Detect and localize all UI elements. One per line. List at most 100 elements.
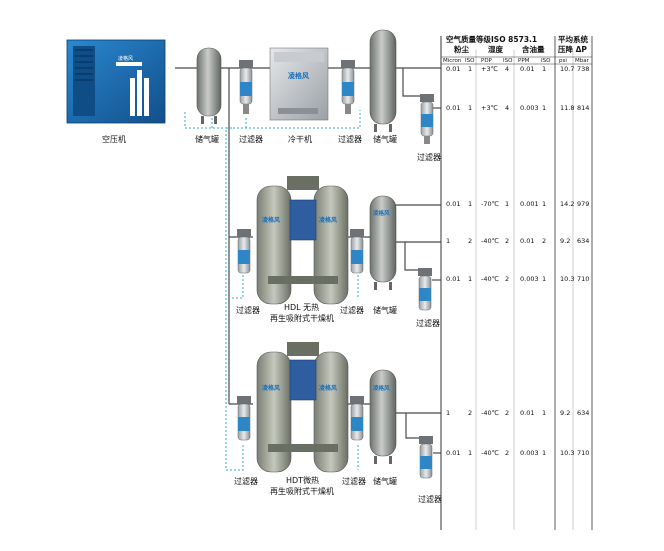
filter-3-label: 过滤器 (417, 152, 441, 162)
filter-1 (239, 60, 253, 114)
group-dust: 粉尘 (454, 44, 469, 54)
svg-text:凌格风: 凌格风 (373, 209, 390, 217)
table-cell: 1 (468, 275, 472, 283)
table-cell: 2 (468, 409, 472, 417)
hdl-label-1: HDL 无热 (284, 302, 319, 312)
filter-7 (237, 396, 251, 441)
col-header: Micron (443, 58, 462, 64)
col-header: Mbar (575, 58, 590, 64)
table-cell: 4 (505, 104, 509, 112)
compressor-label: 空压机 (102, 134, 126, 144)
hdt-label-2: 再生吸附式干燥机 (270, 486, 334, 496)
col-header: PDP (481, 58, 493, 64)
air-compressor: 凌格风 (66, 39, 166, 124)
table-cell: 0.01 (520, 65, 534, 73)
filter-4-label: 过滤器 (236, 305, 260, 315)
table-cell: 710 (577, 449, 589, 457)
table-cell: 2 (505, 237, 509, 245)
filter-8 (350, 396, 364, 441)
refrigerated-dryer: 凌格风 (269, 47, 329, 121)
table-cell: 634 (577, 409, 589, 417)
tank-4-label: 储气罐 (373, 476, 397, 486)
table-cell: 1 (446, 237, 450, 245)
table-cell: 10.7 (560, 65, 574, 73)
table-cell: 0.01 (446, 200, 460, 208)
svg-text:凌格风: 凌格风 (319, 216, 337, 224)
table-cell: 1 (542, 409, 546, 417)
filter-6 (418, 268, 432, 311)
receiver-tank-2 (369, 29, 397, 132)
table-cell: 1 (468, 104, 472, 112)
table-cell: 0.003 (520, 449, 539, 457)
col-header: ISO (541, 58, 551, 64)
table-cell: 1 (446, 409, 450, 417)
table-cell: 738 (577, 65, 589, 73)
table-cell: -40℃ (481, 409, 499, 417)
hdl-dryer: 凌格风 凌格风 (256, 176, 349, 305)
table-cell: +3℃ (481, 65, 498, 73)
filter-8-label: 过滤器 (342, 476, 366, 486)
table-cell: -40℃ (481, 275, 499, 283)
svg-text:凌格风: 凌格风 (262, 384, 280, 392)
filter-1-label: 过滤器 (239, 134, 263, 144)
svg-text:凌格风: 凌格风 (262, 216, 280, 224)
receiver-tank-4: 凌格风 (369, 369, 397, 464)
tank-1-label: 储气罐 (195, 134, 219, 144)
table-cell: 2 (468, 237, 472, 245)
table-cell: 2 (505, 409, 509, 417)
group-humidity: 湿度 (488, 44, 503, 54)
table-cell: 710 (577, 275, 589, 283)
drain-lines (184, 110, 361, 471)
table-title-right-1: 平均系统 (558, 34, 588, 44)
table-cell: 10.3 (560, 275, 574, 283)
table-cell: 0.01 (446, 65, 460, 73)
svg-text:凌格风: 凌格风 (319, 384, 337, 392)
table-cell: 14.2 (560, 200, 574, 208)
table-title-right-2: 压降 ΔP (558, 44, 587, 54)
filter-5 (350, 229, 364, 274)
group-oil: 含油量 (522, 44, 545, 54)
filter-9 (419, 436, 433, 479)
table-cell: 2 (542, 237, 546, 245)
table-cell: 634 (577, 237, 589, 245)
svg-text:凌格风: 凌格风 (118, 55, 133, 62)
tank-2-label: 储气罐 (373, 134, 397, 144)
table-cell: 0.003 (520, 275, 539, 283)
receiver-tank-3: 凌格风 (369, 195, 397, 290)
table-cell: -40℃ (481, 237, 499, 245)
col-header: psi (559, 58, 567, 64)
table-cell: -70℃ (481, 200, 499, 208)
iso-table: 空气质量等级ISO 8573.1 平均系统 压降 ΔP 粉尘 湿度 含油量 Mi… (440, 34, 593, 530)
table-cell: 1 (468, 200, 472, 208)
col-header: PPM (518, 58, 530, 64)
table-cell: 0.001 (520, 200, 539, 208)
table-title: 空气质量等级ISO 8573.1 (446, 34, 537, 44)
dryer-label: 冷干机 (288, 134, 312, 144)
svg-text:凌格风: 凌格风 (373, 384, 390, 392)
table-cell: 0.003 (520, 104, 539, 112)
table-cell: 2 (505, 275, 509, 283)
table-cell: 4 (505, 65, 509, 73)
hdt-label-1: HDT微热 (286, 475, 319, 485)
table-cell: 10.3 (560, 449, 574, 457)
table-cell: -40℃ (481, 449, 499, 457)
filter-6-label: 过滤器 (416, 318, 440, 328)
table-cell: 1 (542, 104, 546, 112)
table-cell: 9.2 (560, 409, 570, 417)
table-cell: 1 (542, 449, 546, 457)
receiver-tank-1 (196, 47, 222, 124)
table-cell: 0.01 (446, 104, 460, 112)
table-cell: 1 (468, 65, 472, 73)
filter-4 (237, 229, 251, 274)
col-header: ISO (503, 58, 513, 64)
table-cell: 1 (542, 200, 546, 208)
svg-text:凌格风: 凌格风 (288, 71, 309, 80)
filter-9-label: 过滤器 (418, 494, 442, 504)
